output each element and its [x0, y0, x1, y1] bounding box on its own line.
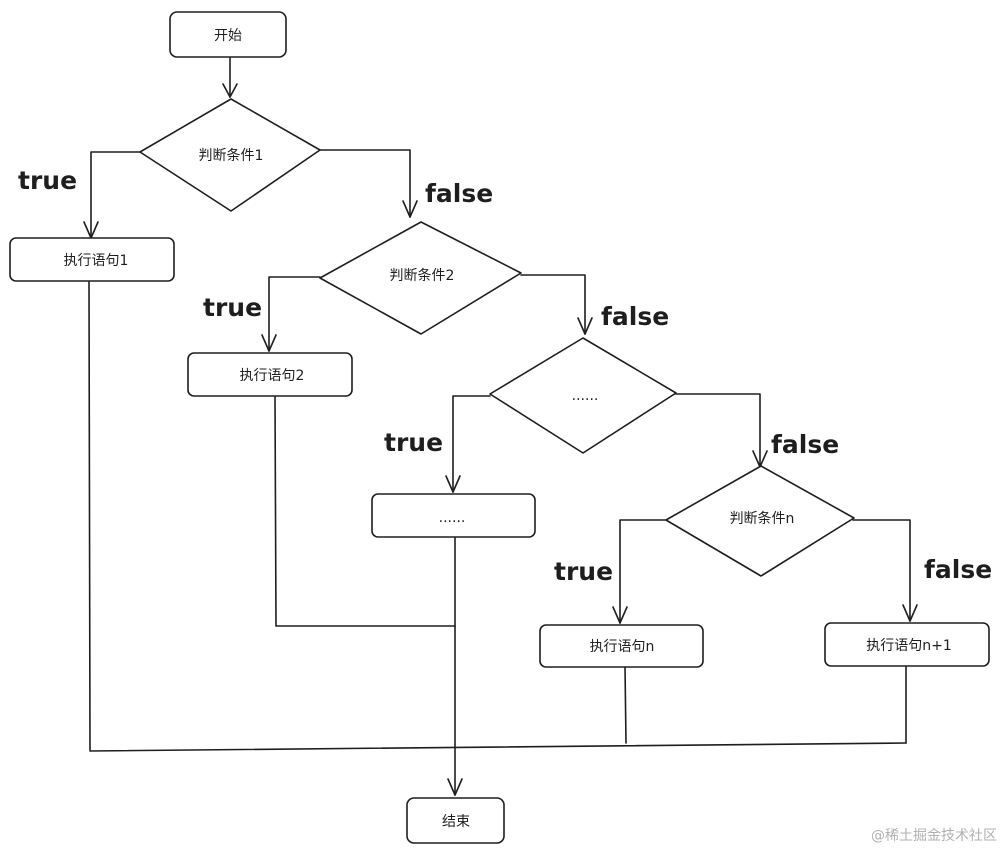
arrowhead — [222, 83, 238, 98]
merge-line — [89, 742, 907, 752]
statement-dots-node — [371, 493, 536, 538]
edge-cond2-true — [268, 276, 321, 352]
statement-n1-node — [824, 622, 990, 667]
edge-condn-false — [852, 519, 911, 622]
statement-1-label: 执行语句1 — [64, 253, 129, 269]
statement-2-node — [187, 352, 353, 397]
condition-2-label: 判断条件2 — [390, 267, 455, 284]
statement-2-label: 执行语句2 — [240, 368, 305, 384]
arrowhead — [261, 334, 277, 352]
edge-dots-true — [452, 395, 491, 493]
false-label-4: false — [924, 555, 992, 584]
statement-1-node — [9, 237, 175, 282]
condition-dots-label: ...... — [572, 388, 599, 404]
edge-dots-false — [675, 393, 761, 468]
statement-n-label: 执行语句n — [590, 639, 655, 655]
false-label-1: false — [425, 179, 493, 208]
end-label: 结束 — [442, 814, 470, 830]
arrowhead — [402, 200, 418, 218]
edge-cond1-false — [319, 149, 411, 218]
arrowhead — [902, 604, 918, 622]
edge-cond2-false — [520, 274, 586, 335]
true-label-2: true — [203, 293, 262, 322]
condition-dots-node — [489, 337, 677, 454]
edge-stmt1-down — [88, 281, 91, 751]
arrowhead — [447, 778, 463, 796]
edge-condn-true — [619, 519, 667, 624]
statement-n1-label: 执行语句n+1 — [866, 638, 952, 654]
edge-stmt2-down — [274, 396, 456, 627]
condition-1-label: 判断条件1 — [199, 147, 264, 164]
statement-dots-label: ...... — [439, 510, 466, 526]
true-label-3: true — [384, 428, 443, 457]
edge-stmtn-down — [624, 665, 627, 744]
end-node — [406, 797, 505, 844]
arrowhead — [612, 606, 628, 624]
edge-cond1-true — [90, 151, 141, 239]
false-label-2: false — [601, 302, 669, 331]
statement-n-node — [539, 624, 704, 668]
start-label: 开始 — [214, 28, 242, 44]
false-label-3: false — [771, 430, 839, 459]
condition-n-label: 判断条件n — [730, 510, 795, 527]
condition-n-node — [665, 465, 855, 577]
true-label-1: true — [18, 166, 77, 195]
start-node — [169, 11, 287, 58]
condition-2-node — [319, 221, 522, 335]
condition-1-node — [139, 98, 321, 212]
watermark: @稀土掘金技术社区 — [871, 828, 997, 844]
true-label-4: true — [554, 557, 613, 586]
arrowhead — [445, 475, 461, 493]
arrowhead — [577, 317, 593, 335]
